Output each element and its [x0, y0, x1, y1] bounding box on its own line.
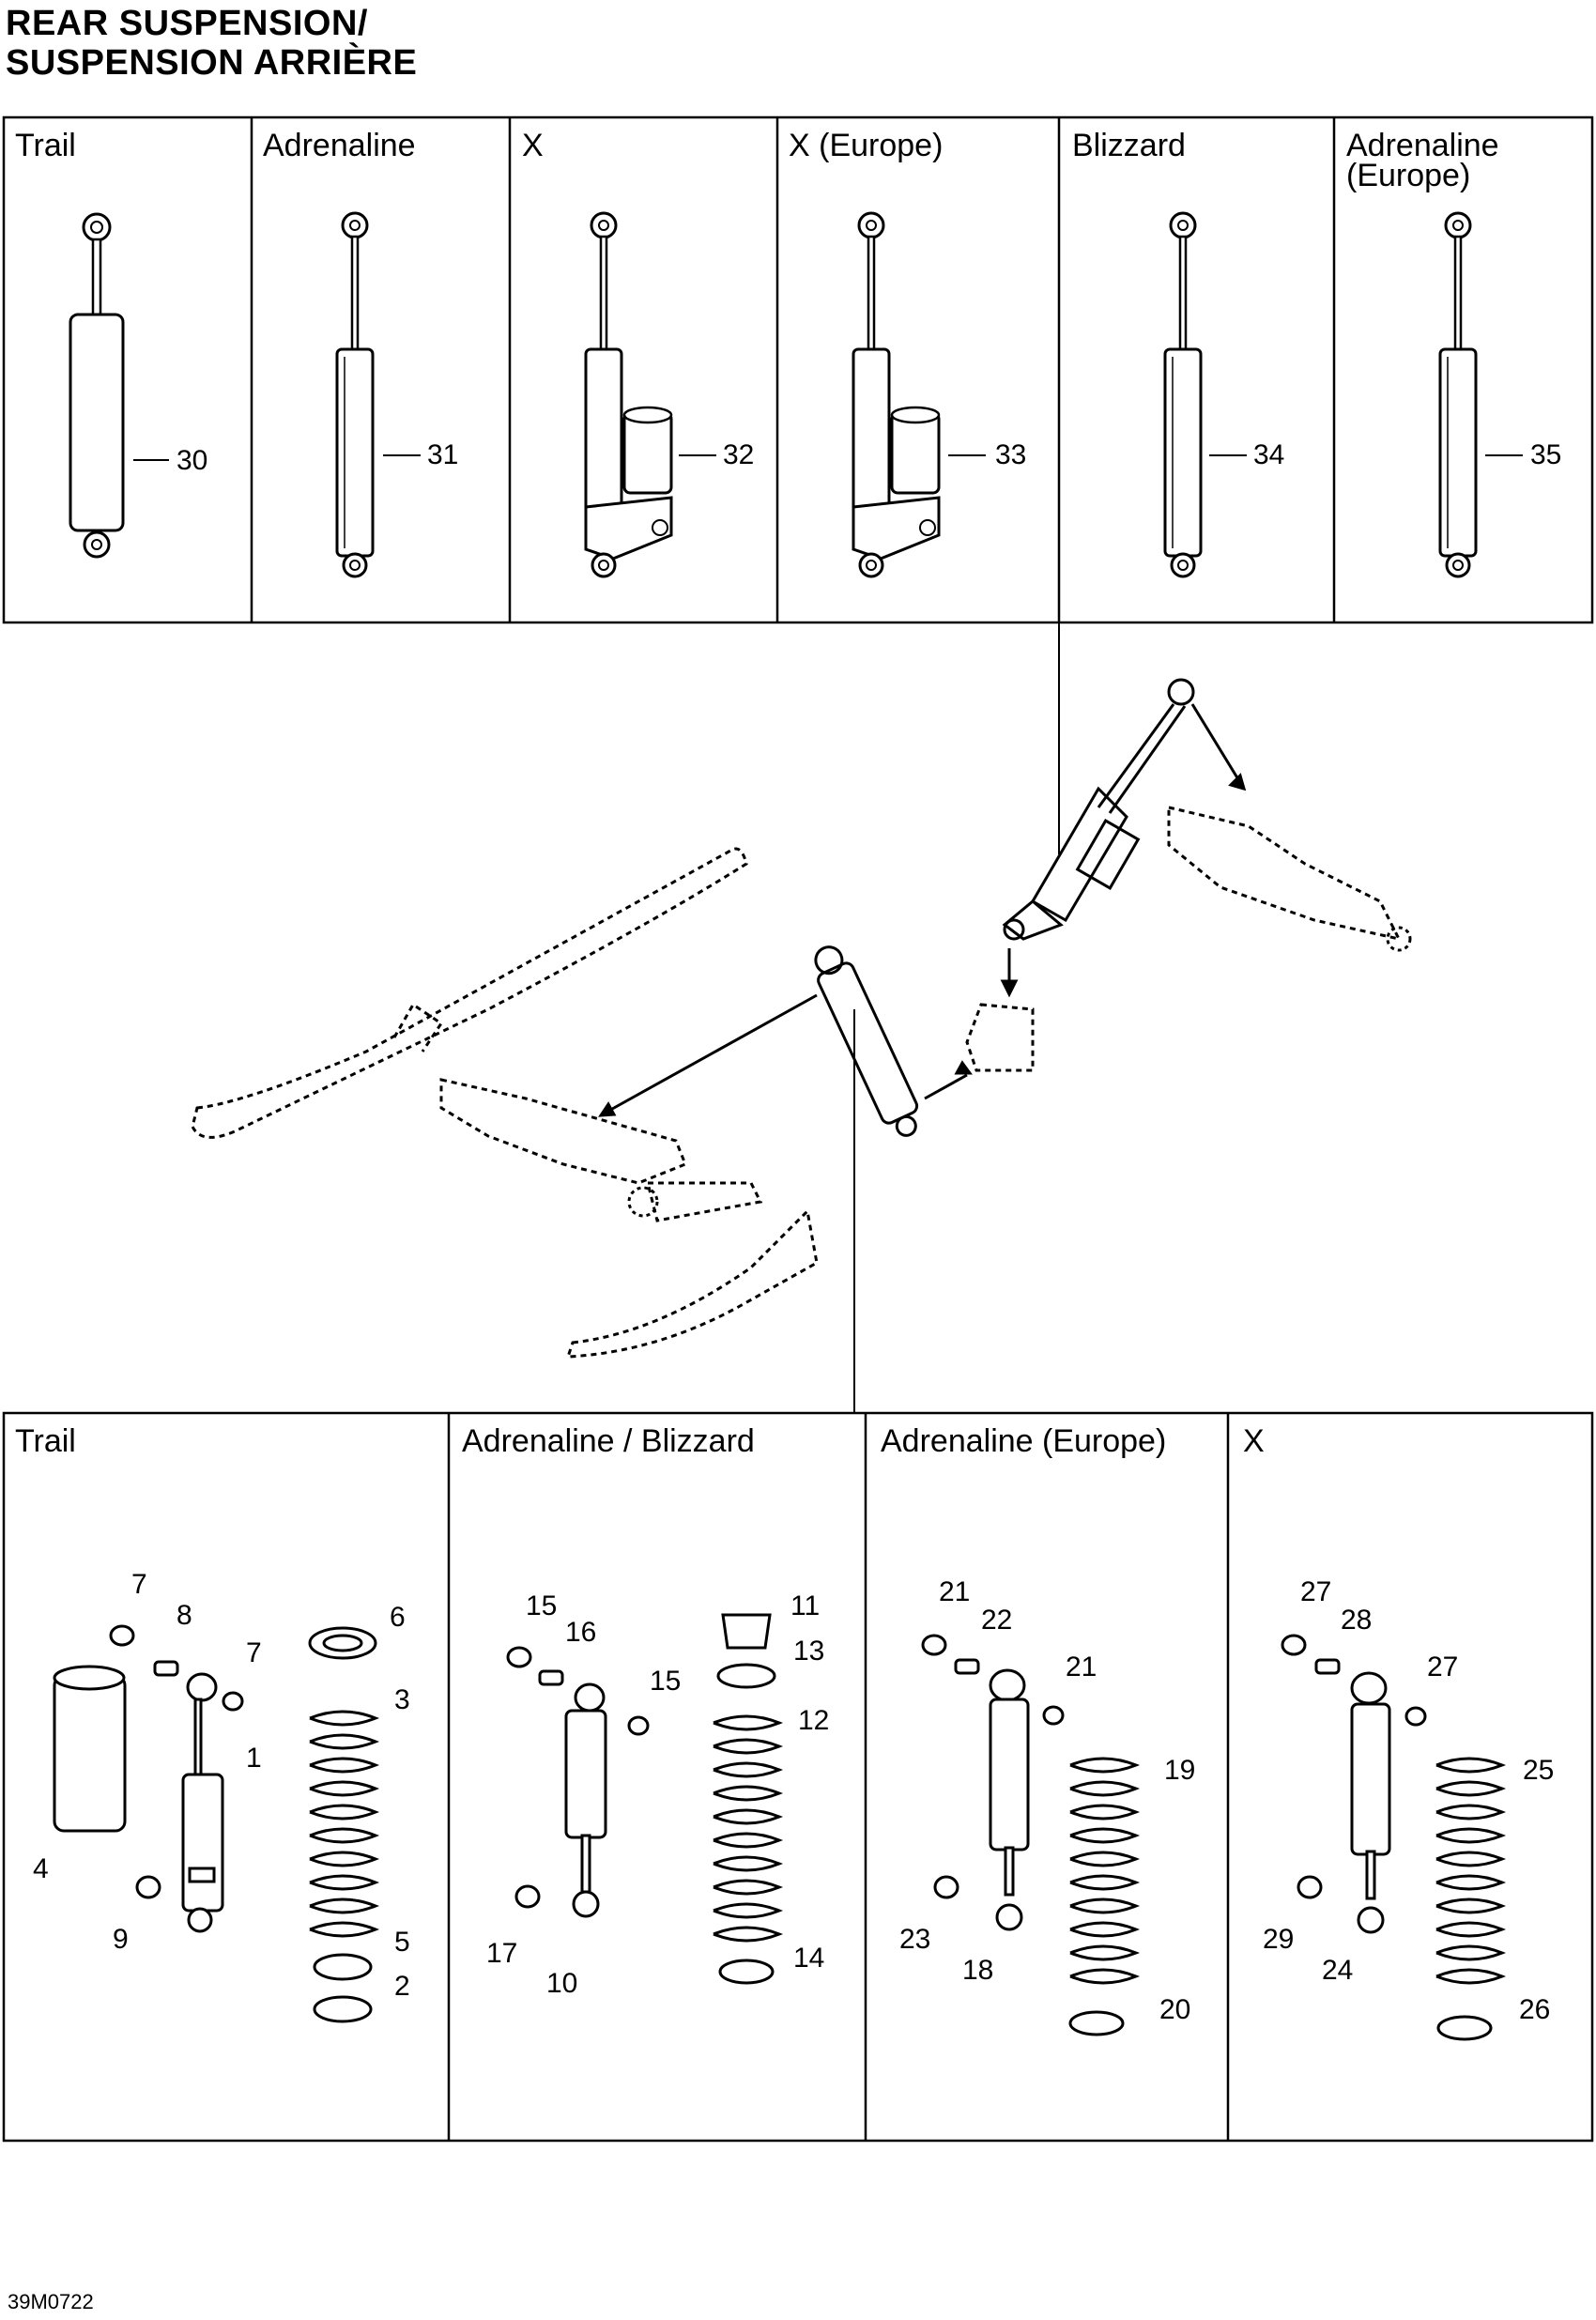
callout-23: 23 [899, 1924, 930, 1955]
callout-7a: 7 [131, 1569, 147, 1600]
bottom-row-frame [2, 1411, 1594, 2143]
callout-16: 16 [565, 1617, 596, 1648]
callout-24: 24 [1322, 1955, 1353, 1986]
callout-22: 22 [981, 1605, 1012, 1636]
callout-21a: 21 [939, 1576, 970, 1607]
adrenaline-europe-callouts: 21 22 21 19 23 18 20 [899, 1576, 1195, 2025]
callout-5: 5 [394, 1927, 410, 1958]
callout-27b: 27 [1427, 1652, 1458, 1682]
trail-callouts: 7 8 7 6 3 1 4 9 5 2 [33, 1569, 410, 2002]
title-line-1: REAR SUSPENSION/ [6, 4, 368, 43]
callout-34: 34 [1253, 439, 1284, 470]
callout-12: 12 [798, 1705, 829, 1736]
top-panel-label-adrenaline-europe-2: (Europe) [1346, 158, 1470, 193]
bottom-panel-label-adrenaline-blizzard: Adrenaline / Blizzard [462, 1423, 755, 1459]
callout-15b: 15 [650, 1666, 681, 1697]
shock-30 [69, 212, 125, 559]
callout-32: 32 [723, 439, 754, 470]
callout-18: 18 [962, 1955, 993, 1986]
callout-14: 14 [793, 1943, 824, 1974]
title-line-2: SUSPENSION ARRIÈRE [6, 43, 418, 83]
bottom-panel-label-adrenaline-europe: Adrenaline (Europe) [881, 1423, 1166, 1459]
callout-4: 4 [33, 1853, 49, 1884]
bottom-panel-label-trail: Trail [15, 1423, 76, 1459]
top-panel-label-trail: Trail [15, 128, 76, 163]
top-panel-label-x: X [522, 128, 544, 163]
callout-8: 8 [176, 1600, 192, 1631]
callout-1: 1 [246, 1743, 262, 1774]
callout-27a: 27 [1300, 1576, 1331, 1607]
adrenaline-blizzard-callouts: 15 16 15 11 13 12 17 10 14 [486, 1590, 829, 1999]
trail-exploded-parts [53, 1624, 377, 2023]
callout-30: 30 [176, 445, 207, 476]
top-panel-label-adrenaline: Adrenaline [263, 128, 416, 163]
shock-34 [1163, 211, 1203, 578]
callout-31: 31 [427, 439, 458, 470]
callout-10: 10 [546, 1968, 577, 1999]
x-exploded-parts [1281, 1634, 1504, 2041]
shock-35 [1438, 211, 1478, 578]
callout-25: 25 [1523, 1755, 1554, 1786]
callout-9: 9 [113, 1924, 129, 1955]
adrenaline-blizzard-exploded-parts [506, 1613, 781, 1985]
callout-13: 13 [793, 1636, 824, 1667]
callout-33: 33 [995, 439, 1026, 470]
callout-7b: 7 [246, 1637, 262, 1668]
top-panel-label-blizzard: Blizzard [1072, 128, 1186, 163]
shock-33 [852, 211, 941, 578]
bottom-panel-label-x: X [1243, 1423, 1265, 1459]
shock-31 [335, 211, 375, 578]
callout-19: 19 [1164, 1755, 1195, 1786]
callout-6: 6 [390, 1602, 406, 1633]
top-row-frame [2, 115, 1594, 624]
callout-35: 35 [1530, 439, 1561, 470]
callout-26: 26 [1519, 1994, 1550, 2025]
callout-11: 11 [790, 1590, 820, 1621]
callout-2: 2 [394, 1971, 410, 2002]
callout-17: 17 [486, 1938, 517, 1969]
adrenaline-europe-exploded-parts [921, 1634, 1138, 2036]
callout-3: 3 [394, 1684, 410, 1715]
x-callouts: 27 28 27 25 29 24 26 [1263, 1576, 1554, 2025]
page-title: REAR SUSPENSION/ SUSPENSION ARRIÈRE [6, 4, 417, 83]
callout-21b: 21 [1066, 1652, 1097, 1682]
figure-code: 39M0722 [8, 2290, 94, 2313]
suspension-assembly [191, 622, 1412, 1413]
callout-20: 20 [1159, 1994, 1190, 2025]
top-panel-label-x-europe: X (Europe) [789, 128, 943, 163]
callout-29: 29 [1263, 1924, 1294, 1955]
shock-32 [584, 211, 673, 578]
callout-28: 28 [1341, 1605, 1372, 1636]
top-panel-label-adrenaline-europe-1: Adrenaline [1346, 128, 1499, 163]
callout-15a: 15 [526, 1590, 557, 1621]
